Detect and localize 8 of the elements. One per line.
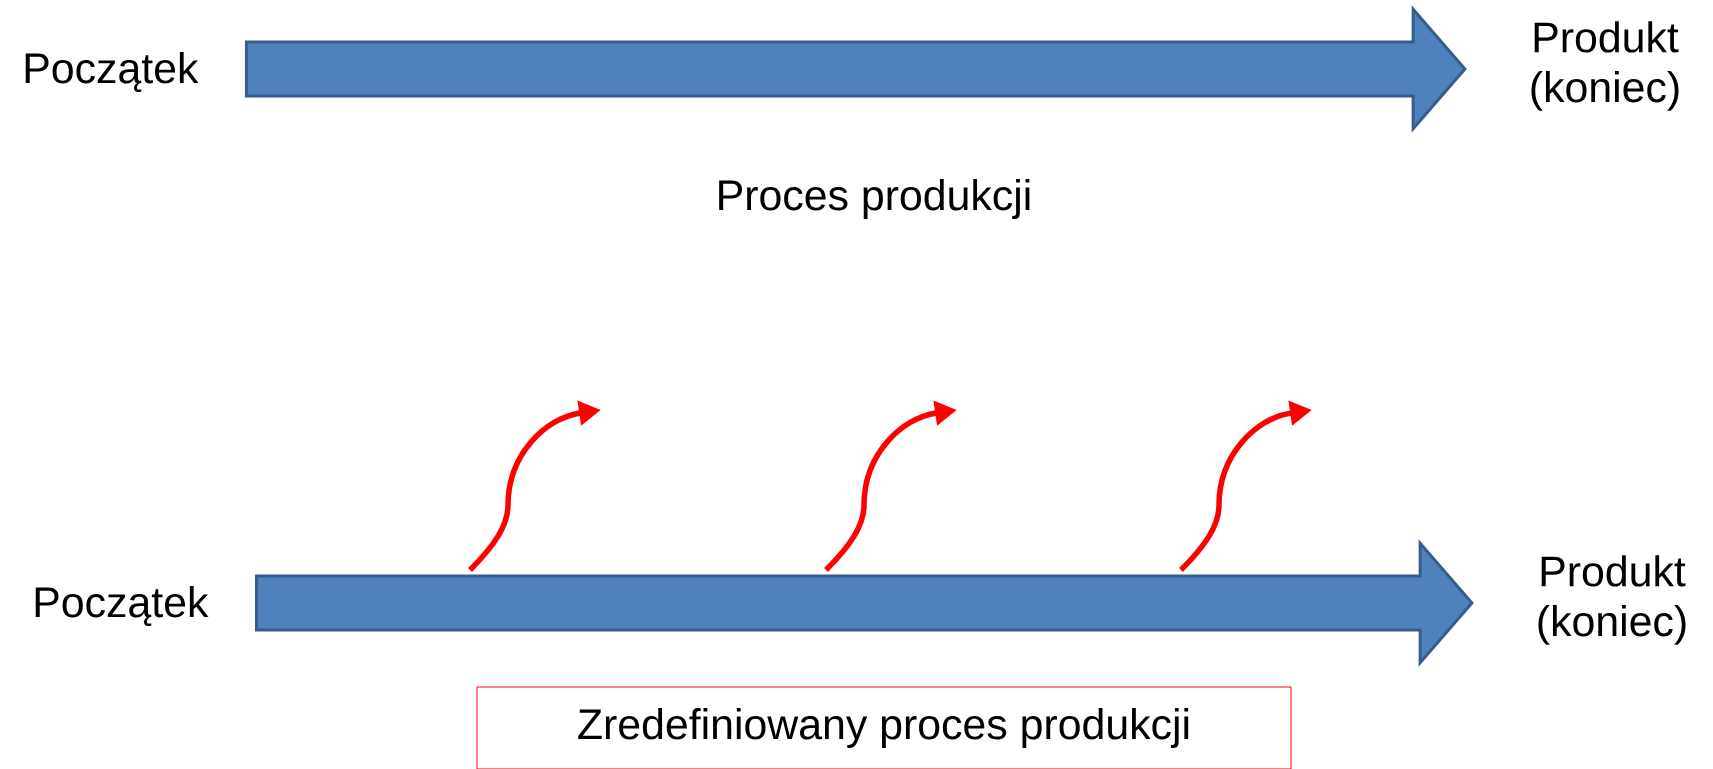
redefined-process-box: Zredefiniowany proces produkcji xyxy=(476,686,1292,769)
start-label: Początek xyxy=(25,52,199,92)
block-arrow xyxy=(244,5,1467,133)
block-arrow xyxy=(254,539,1474,667)
caption-text: Proces produkcji xyxy=(719,179,1030,219)
end-label: Produkt (koniec) xyxy=(1538,555,1686,645)
end-label: Produkt (koniec) xyxy=(1531,21,1679,111)
start-label: Początek xyxy=(35,586,209,626)
